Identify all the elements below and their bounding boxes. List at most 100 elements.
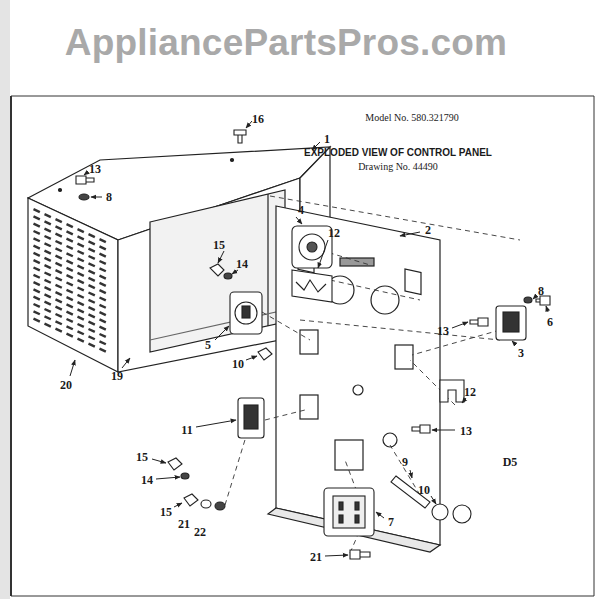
- control-panel-plate-part: [340, 258, 374, 266]
- vent-slot: [66, 260, 73, 265]
- callout-number: 14: [141, 474, 153, 486]
- callout-number: 10: [418, 484, 430, 496]
- vent-slot: [77, 235, 84, 240]
- vent-slot: [88, 262, 95, 267]
- parts-part: [224, 273, 232, 279]
- vent-slot: [99, 245, 106, 250]
- vent-slot: [33, 303, 40, 308]
- parts-part: [234, 130, 246, 143]
- vent-slot: [55, 291, 62, 296]
- parts-part: [350, 550, 370, 559]
- vent-slot: [66, 230, 73, 235]
- leader-lines-part: [152, 459, 166, 463]
- vent-slot: [66, 318, 73, 323]
- parts-part: [230, 292, 262, 334]
- vent-slot: [77, 323, 84, 328]
- control-panel-plate-part: [405, 269, 421, 294]
- leader-lines-part: [376, 512, 384, 518]
- vent-slot: [77, 228, 84, 233]
- leader-lines-part: [546, 306, 548, 312]
- dashed-guides: [225, 196, 520, 553]
- vent-slot: [44, 315, 51, 320]
- leader-lines-part: [512, 341, 516, 345]
- vent-slot: [66, 281, 73, 286]
- parts-part: [168, 458, 182, 470]
- parts-part: [496, 306, 526, 340]
- callout-number: 13: [437, 325, 449, 337]
- leader-lines-part: [84, 172, 88, 175]
- vent-slot: [66, 296, 73, 301]
- vent-slot: [33, 266, 40, 271]
- vent-slot: [99, 260, 106, 265]
- vent-slot: [77, 294, 84, 299]
- vent-slot: [55, 306, 62, 311]
- vent-slot: [66, 311, 73, 316]
- vent-slot: [77, 250, 84, 255]
- leader-lines-part: [232, 270, 238, 274]
- drawing-number: Drawing No. 44490: [358, 162, 438, 172]
- parts-part: [391, 476, 430, 508]
- vent-slot: [44, 301, 51, 306]
- parts-part: [339, 502, 343, 510]
- watermark: AppliancePartsPros.com: [65, 24, 507, 61]
- leader-lines-part: [122, 358, 130, 368]
- vent-slot: [88, 343, 95, 348]
- vent-slot: [66, 245, 73, 250]
- parts-part: [181, 473, 189, 479]
- vent-slot: [77, 316, 84, 321]
- parts-part: [412, 425, 430, 433]
- vent-slot: [55, 269, 62, 274]
- vent-slot: [88, 233, 95, 238]
- vent-slot: [55, 313, 62, 318]
- housing-part: [150, 310, 285, 340]
- vent-slot: [66, 238, 73, 243]
- control-panel-plate: [268, 206, 440, 552]
- housing-part: [28, 198, 118, 372]
- vent-slot: [33, 296, 40, 301]
- vent-slot: [44, 293, 51, 298]
- vent-slot: [66, 252, 73, 257]
- parts-part: [292, 226, 332, 268]
- callout-number: 6: [547, 316, 553, 328]
- control-panel-plate-part: [395, 345, 413, 369]
- vent-slot: [44, 264, 51, 269]
- leader-lines-part: [400, 232, 420, 236]
- vent-slot: [99, 348, 106, 353]
- control-panel-plate-part: [300, 395, 318, 419]
- vent-slot: [77, 265, 84, 270]
- vent-slot: [44, 257, 51, 262]
- vent-slot: [66, 333, 73, 338]
- parts-part: [324, 488, 374, 536]
- scan-frame-part: [594, 96, 595, 596]
- vent-slot: [77, 257, 84, 262]
- vent-slot: [55, 320, 62, 325]
- control-panel-plate-part: [276, 206, 440, 545]
- vent-slot: [88, 335, 95, 340]
- vent-slot: [44, 271, 51, 276]
- parts-part: [536, 296, 550, 305]
- leader-lines-part: [246, 356, 257, 360]
- vent-slot: [55, 225, 62, 230]
- vent-slot: [88, 299, 95, 304]
- vent-slot: [88, 284, 95, 289]
- leader-lines-part: [215, 326, 229, 340]
- vent-slot: [44, 323, 51, 328]
- vent-slot: [99, 282, 106, 287]
- vent-slot: [88, 248, 95, 253]
- parts-part: [299, 234, 325, 260]
- vent-slot: [99, 296, 106, 301]
- vent-slot: [33, 310, 40, 315]
- housing-part: [267, 194, 268, 326]
- callout-number: 15: [213, 239, 225, 251]
- leader-lines-part: [196, 420, 236, 427]
- callout-number: 12: [464, 386, 476, 398]
- vent-slot: [88, 306, 95, 311]
- callout-number: 9: [402, 456, 408, 468]
- parts-part: [76, 176, 94, 184]
- callout-number: 15: [136, 451, 148, 463]
- vent-slot: [77, 308, 84, 313]
- callout-number: 1: [324, 133, 330, 145]
- leader-lines-part: [533, 298, 534, 299]
